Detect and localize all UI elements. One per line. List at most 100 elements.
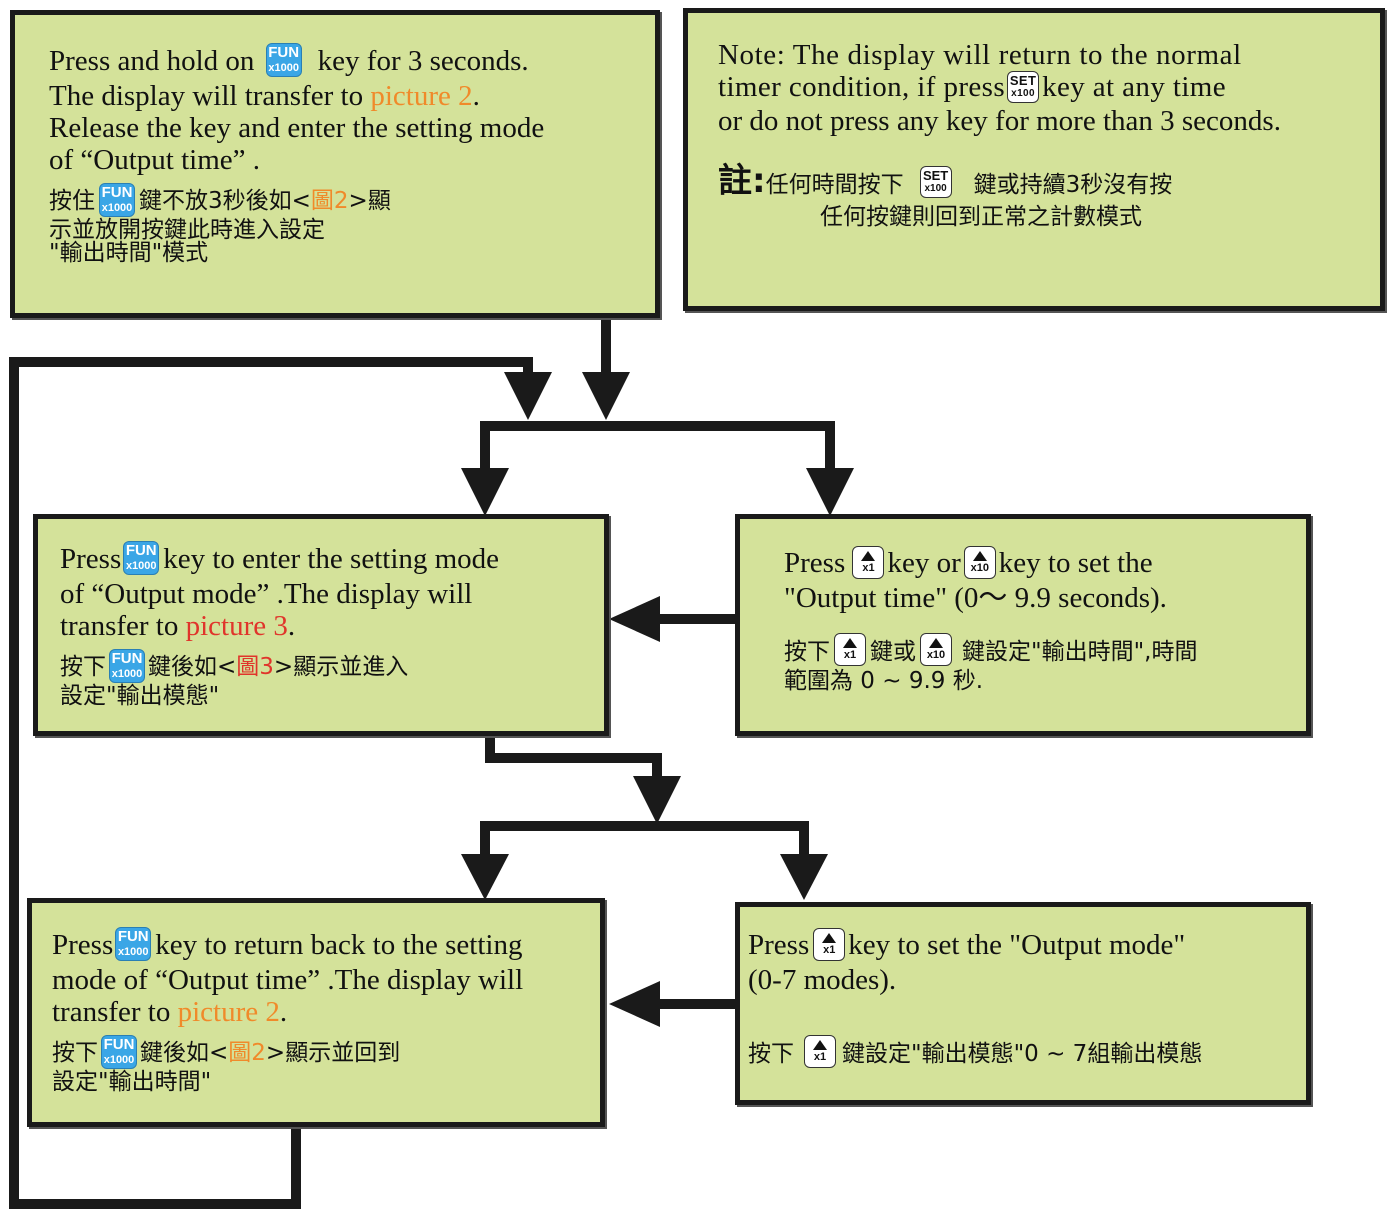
- arrowhead-down-1: [504, 372, 552, 420]
- key-sub: x1000: [125, 560, 157, 573]
- text: key to enter the setting mode: [163, 543, 500, 575]
- box1-en-line-4: of “Output time” .: [49, 144, 261, 177]
- up-arrow-icon: [822, 932, 837, 943]
- key-sub: x1: [843, 648, 857, 661]
- text: key at any time: [1042, 71, 1227, 103]
- arrowhead-down-3: [461, 468, 509, 516]
- box4-zh-line-2: 設定"輸出時間": [52, 1068, 212, 1095]
- picture-3-ref: picture 3: [185, 610, 288, 643]
- text: 鍵或持續3秒沒有按: [973, 172, 1173, 198]
- text: 按下: [60, 654, 106, 681]
- up-x1-key-icon: x1: [834, 632, 866, 666]
- key-sub: x1: [813, 1050, 827, 1063]
- box3-en-line-1: Press x1 key or x10 key to set the: [784, 545, 1197, 582]
- up-x10-key-icon: x10: [920, 632, 952, 666]
- text: key to set the: [998, 547, 1153, 579]
- note-zh-line-2: 任何按鍵則回到正常之計數模式: [820, 204, 1142, 230]
- note-en-line-1: Note: The display will return to the nor…: [718, 39, 1242, 71]
- arrowhead-left-2: [609, 981, 660, 1027]
- text: Press: [784, 547, 846, 579]
- text: 按下: [52, 1040, 98, 1067]
- text: >顯示並進入: [273, 654, 409, 681]
- box3-en-line-2: "Output time" (0～ 9.9 seconds).: [784, 581, 1167, 614]
- picture-2-ref: picture 2: [370, 80, 473, 113]
- box1-en-line-2: The display will transfer to picture 2.: [49, 80, 544, 112]
- key-sub: x1000: [103, 1053, 135, 1066]
- connector-split-1: [480, 421, 835, 474]
- text: key for 3 seconds.: [317, 45, 529, 77]
- up-arrow-icon: [929, 637, 943, 648]
- text: Press: [60, 543, 122, 575]
- text: Press and hold on: [49, 45, 255, 77]
- text: 鍵不放3秒後如<: [139, 188, 311, 215]
- text: 按住: [49, 188, 95, 215]
- picture-2-ref: picture 2: [177, 996, 280, 1029]
- box5-zh-line-1: 按下 x1 鍵設定"輸出模態"0 ~ 7組輸出模態: [748, 1034, 1203, 1072]
- text: key to set the "Output mode": [848, 929, 1186, 961]
- up-arrow-icon: [813, 1039, 827, 1050]
- key-label: FUN: [117, 928, 149, 946]
- key-sub: x10: [970, 561, 989, 574]
- key-label: SET: [922, 167, 949, 183]
- step-box-set-output-time: Press x1 key or x10 key to set the "Output …: [735, 514, 1311, 736]
- text: 任何時間按下: [765, 172, 904, 198]
- text: 鍵設定"輸出模態"0 ~ 7組輸出模態: [842, 1040, 1203, 1067]
- box2-en-line-2: of “Output mode” .The display will: [60, 578, 473, 611]
- text: Press: [52, 929, 114, 961]
- text: >顯示並回到: [265, 1040, 401, 1067]
- up-x1-key-icon: x1: [813, 927, 846, 961]
- key-sub: x1000: [101, 201, 133, 214]
- key-label: SET: [1009, 73, 1037, 89]
- note-label: 註:: [718, 161, 766, 201]
- box1-en-line-3: Release the key and enter the setting mo…: [49, 112, 545, 145]
- box4-en-line-3: transfer to picture 2.: [52, 996, 523, 1028]
- text: .: [472, 80, 480, 113]
- text: 鍵或: [870, 638, 916, 665]
- note-en-line-3: or do not press any key for more than 3 …: [718, 105, 1281, 138]
- arrowhead-left-1: [609, 596, 660, 642]
- connector-split-2: [480, 821, 809, 860]
- up-arrow-icon: [843, 637, 857, 648]
- text: The display will transfer to: [49, 80, 364, 113]
- key-label: FUN: [125, 542, 157, 560]
- box4-en-line-2: mode of “Output time” .The display will: [52, 964, 524, 997]
- up-arrow-icon: [972, 550, 987, 561]
- key-sub: x1: [823, 943, 836, 956]
- text: transfer to: [52, 996, 171, 1029]
- arrowhead-down-5: [633, 776, 681, 824]
- up-x10-key-icon: x10: [963, 545, 996, 579]
- up-arrow-icon: [861, 550, 876, 561]
- picture-2-ref: 圖2: [310, 188, 349, 215]
- text: key or: [887, 547, 961, 579]
- text: transfer to: [60, 610, 179, 643]
- text: 按下: [748, 1040, 794, 1067]
- box2-zh-line-2: 設定"輸出模態": [60, 682, 220, 709]
- key-sub: x1: [862, 561, 875, 574]
- text: 按下: [784, 638, 830, 665]
- text: .: [279, 996, 288, 1029]
- key-sub: x1000: [111, 667, 143, 680]
- text: .: [287, 610, 296, 643]
- up-x1-key-icon: x1: [852, 545, 885, 579]
